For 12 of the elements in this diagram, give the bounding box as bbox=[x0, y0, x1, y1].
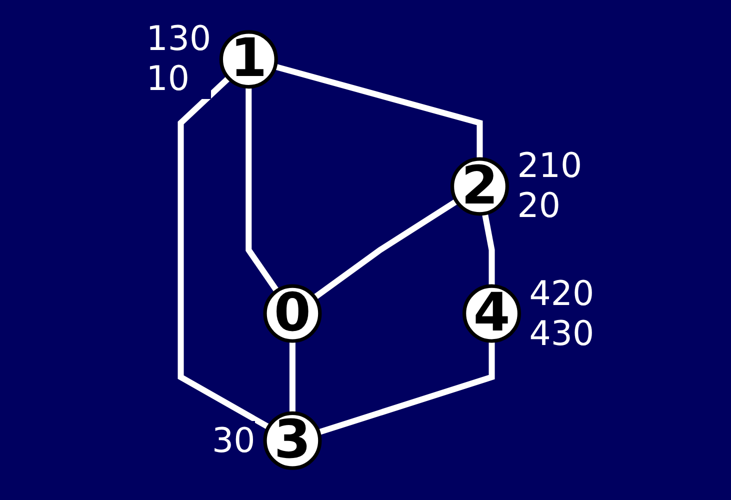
connector-line bbox=[482, 212, 495, 286]
node-circle: 0 bbox=[263, 282, 322, 344]
node-circle: 1 bbox=[219, 28, 278, 90]
connector-line bbox=[312, 198, 458, 300]
node-circle: 3 bbox=[263, 409, 322, 471]
node-circle: 2 bbox=[450, 155, 509, 217]
connector-line bbox=[246, 86, 280, 293]
connector-line bbox=[274, 64, 483, 159]
node-circle: 4 bbox=[462, 282, 522, 344]
connector-line bbox=[289, 341, 296, 414]
connector-line bbox=[318, 341, 495, 436]
connector-line bbox=[178, 76, 270, 430]
